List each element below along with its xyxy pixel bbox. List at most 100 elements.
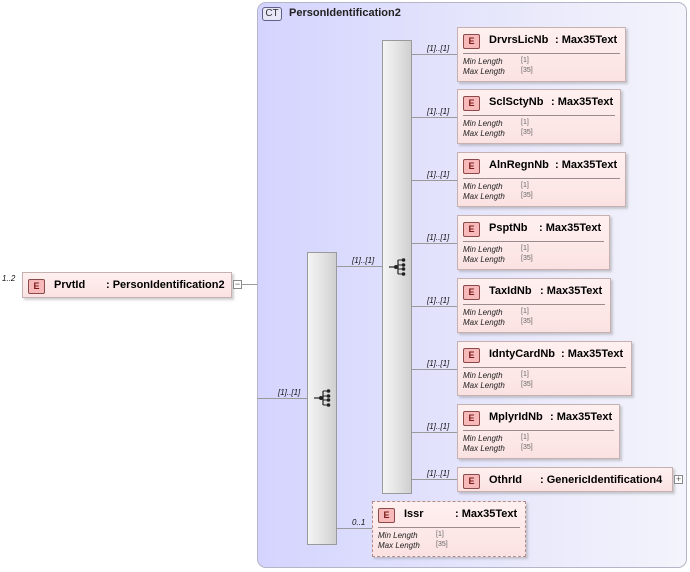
element-occurs: [1]..[1] xyxy=(427,44,450,53)
connector-line xyxy=(412,369,457,370)
facet-value: [1] xyxy=(521,182,529,189)
element-prvtid[interactable]: E PrvtId : PersonIdentification2 xyxy=(22,272,232,298)
facet-label: Min Length xyxy=(463,57,503,66)
element-sclsctynb[interactable]: E SclSctyNb : Max35Text Min Length [1] M… xyxy=(457,89,621,144)
facet-value: [35] xyxy=(521,67,533,74)
facet-separator xyxy=(463,304,605,305)
connector-line xyxy=(412,180,457,181)
connector-line xyxy=(412,306,457,307)
element-taxidnb[interactable]: E TaxIdNb : Max35Text Min Length [1] Max… xyxy=(457,278,611,333)
sequence-icon xyxy=(389,258,406,276)
element-type: : Max35Text xyxy=(555,159,618,171)
element-badge: E xyxy=(463,159,480,174)
facet-label: Min Length xyxy=(378,531,418,540)
element-psptnb[interactable]: E PsptNb : Max35Text Min Length [1] Max … xyxy=(457,215,610,270)
facet-separator xyxy=(378,527,520,528)
element-othrid[interactable]: E OthrId : GenericIdentification4 xyxy=(457,467,673,492)
element-badge: E xyxy=(463,474,480,489)
element-badge: E xyxy=(378,508,395,523)
expand-toggle-icon[interactable]: + xyxy=(674,474,683,484)
element-name: PrvtId xyxy=(54,279,86,291)
element-type: : Max35Text xyxy=(550,411,613,423)
element-name: Issr xyxy=(404,508,424,520)
connector-line xyxy=(412,479,457,480)
element-badge: E xyxy=(463,411,480,426)
facet-label: Min Length xyxy=(463,182,503,191)
facet-value: [1] xyxy=(521,119,529,126)
element-drvrslicnb[interactable]: E DrvrsLicNb : Max35Text Min Length [1] … xyxy=(457,27,626,82)
element-type: : Max35Text xyxy=(539,222,602,234)
element-alnregnnb[interactable]: E AlnRegnNb : Max35Text Min Length [1] M… xyxy=(457,152,626,207)
element-type: : Max35Text xyxy=(551,96,614,108)
element-occurs: [1]..[1] xyxy=(427,359,450,368)
sequence-occurs: [1]..[1] xyxy=(352,256,375,265)
facet-label: Max Length xyxy=(378,541,420,550)
element-badge: E xyxy=(28,279,45,294)
element-issr[interactable]: E Issr : Max35Text Min Length [1] Max Le… xyxy=(372,501,526,557)
facet-label: Max Length xyxy=(463,255,505,264)
element-badge: E xyxy=(463,34,480,49)
facet-label: Min Length xyxy=(463,245,503,254)
connector-line xyxy=(337,266,382,267)
facet-value: [1] xyxy=(521,434,529,441)
facet-separator xyxy=(463,178,620,179)
element-name: MplyrIdNb xyxy=(489,411,543,423)
element-occurs: [1]..[1] xyxy=(427,422,450,431)
facet-separator xyxy=(463,367,626,368)
facet-value: [1] xyxy=(521,308,529,315)
connector-line xyxy=(412,54,457,55)
element-name: PsptNb xyxy=(489,222,528,234)
element-occurs: [1]..[1] xyxy=(427,107,450,116)
facet-value: [35] xyxy=(521,255,533,262)
facet-label: Max Length xyxy=(463,129,505,138)
connector-line xyxy=(337,528,372,529)
element-idntycardnb[interactable]: E IdntyCardNb : Max35Text Min Length [1]… xyxy=(457,341,632,396)
connector-line xyxy=(412,243,457,244)
element-name: SclSctyNb xyxy=(489,96,544,108)
facet-value: [35] xyxy=(521,129,533,136)
element-mplyridnb[interactable]: E MplyrIdNb : Max35Text Min Length [1] M… xyxy=(457,404,620,459)
element-name: AlnRegnNb xyxy=(489,159,549,171)
element-occurs: [1]..[1] xyxy=(427,469,450,478)
connector-line xyxy=(412,117,457,118)
facet-label: Min Length xyxy=(463,371,503,380)
facet-separator xyxy=(463,241,604,242)
facet-value: [35] xyxy=(521,444,533,451)
facet-value: [35] xyxy=(521,381,533,388)
root-occurs: 1..2 xyxy=(2,274,16,283)
facet-value: [1] xyxy=(521,371,529,378)
facet-value: [35] xyxy=(521,192,533,199)
facet-label: Max Length xyxy=(463,192,505,201)
facet-separator xyxy=(463,430,614,431)
facet-separator xyxy=(463,115,615,116)
element-occurs: [1]..[1] xyxy=(427,233,450,242)
element-name: IdntyCardNb xyxy=(489,348,555,360)
element-type: : PersonIdentification2 xyxy=(106,279,225,291)
sequence-occurs: [1]..[1] xyxy=(278,388,301,397)
element-badge: E xyxy=(463,348,480,363)
facet-label: Max Length xyxy=(463,67,505,76)
element-type: : Max35Text xyxy=(555,34,618,46)
connector-line xyxy=(257,398,307,399)
facet-label: Max Length xyxy=(463,381,505,390)
element-name: OthrId xyxy=(489,474,522,486)
element-name: TaxIdNb xyxy=(489,285,532,297)
element-type: : Max35Text xyxy=(561,348,624,360)
element-type: : Max35Text xyxy=(540,285,603,297)
element-badge: E xyxy=(463,96,480,111)
element-badge: E xyxy=(463,222,480,237)
facet-label: Max Length xyxy=(463,318,505,327)
element-type: : GenericIdentification4 xyxy=(540,474,663,486)
facet-value: [35] xyxy=(436,541,448,548)
facet-value: [1] xyxy=(521,57,529,64)
connector-line xyxy=(242,284,257,285)
element-name: DrvrsLicNb xyxy=(489,34,549,46)
facet-label: Max Length xyxy=(463,444,505,453)
complex-type-title: PersonIdentification2 xyxy=(289,7,401,19)
collapse-toggle-icon[interactable]: − xyxy=(233,279,242,289)
element-badge: E xyxy=(463,285,480,300)
facet-value: [1] xyxy=(521,245,529,252)
facet-value: [35] xyxy=(521,318,533,325)
facet-label: Min Length xyxy=(463,119,503,128)
facet-separator xyxy=(463,53,620,54)
